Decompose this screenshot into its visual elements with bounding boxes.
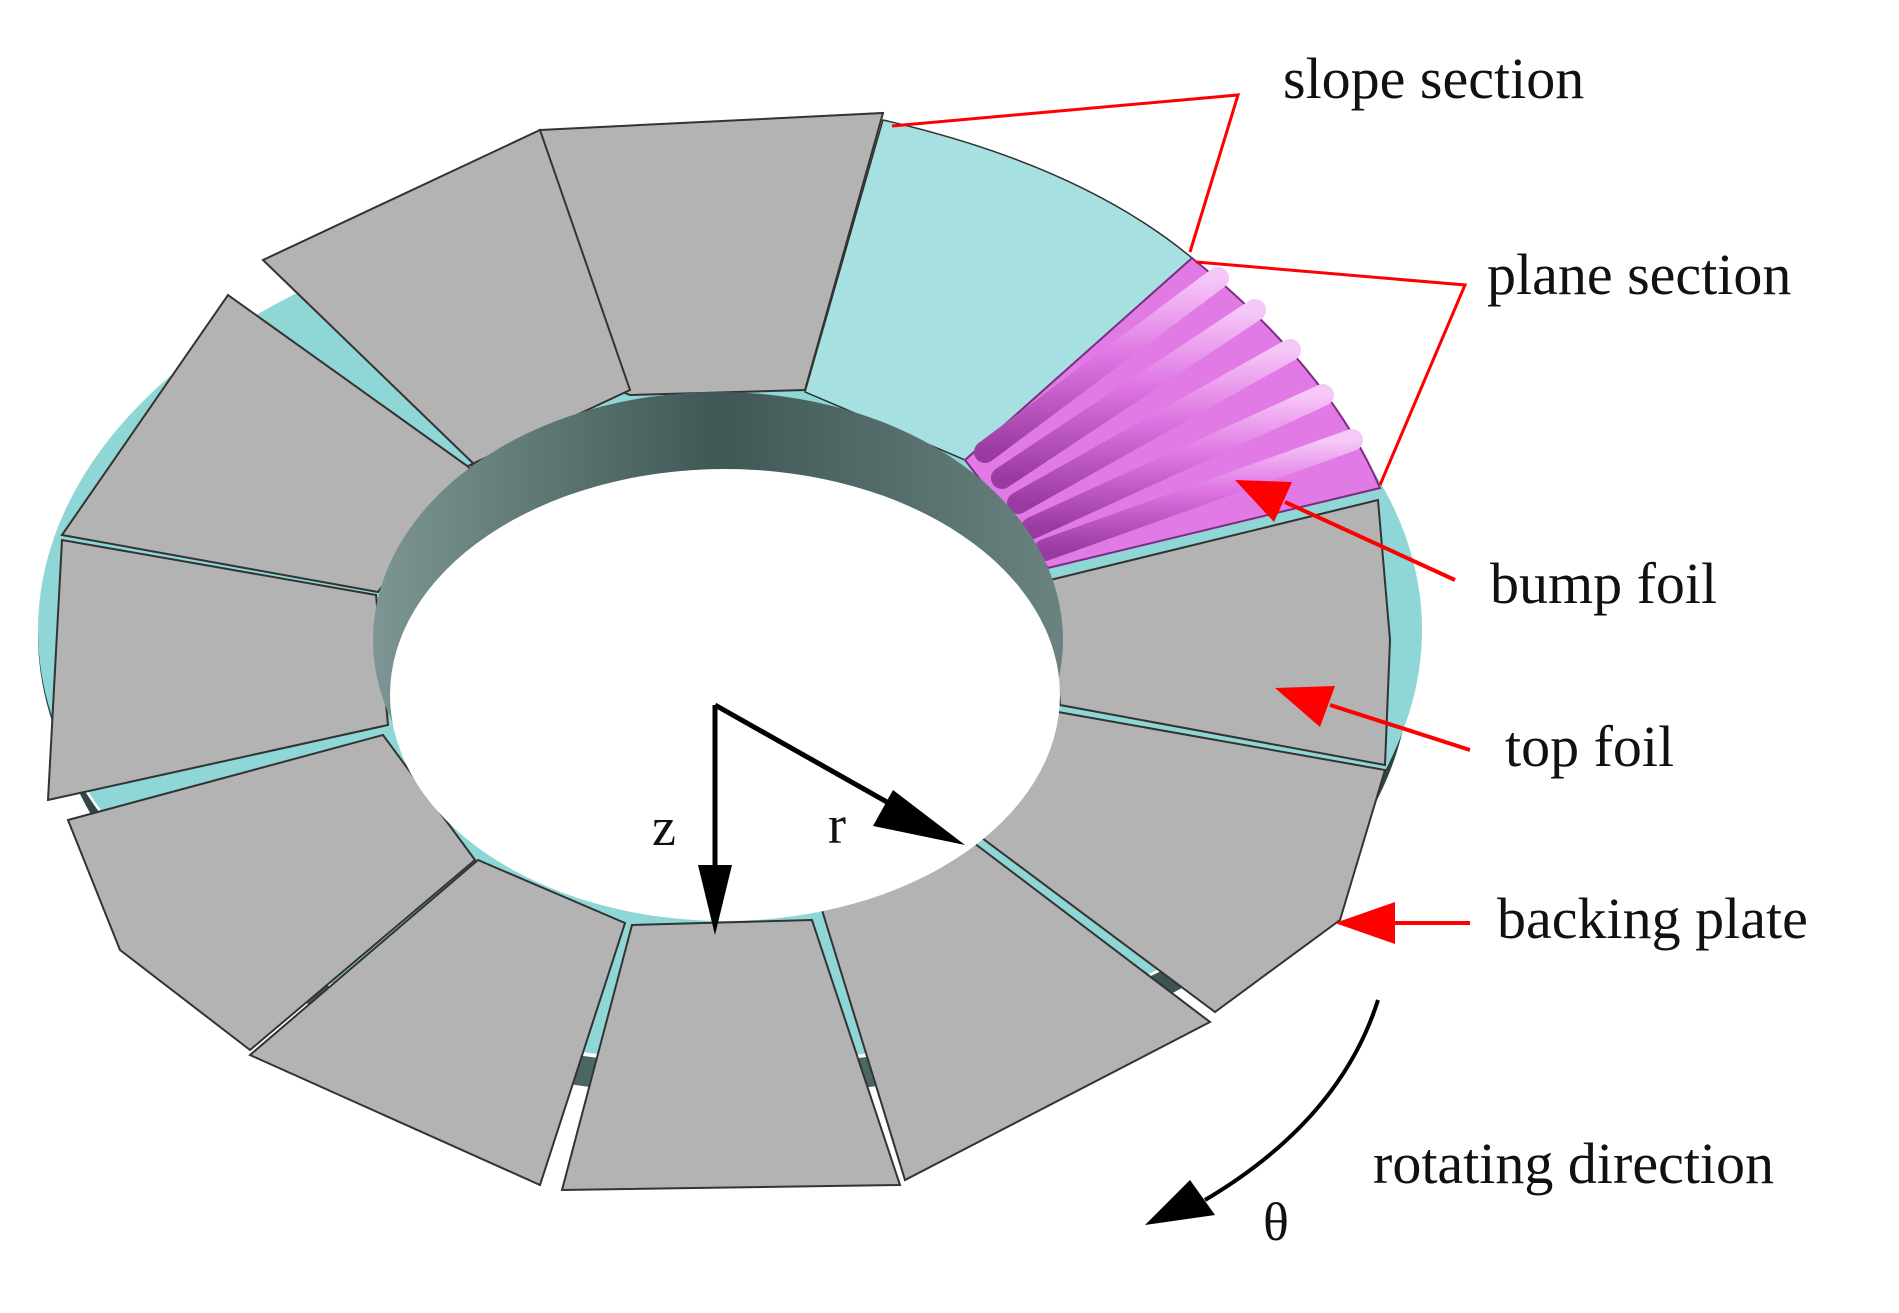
theta-label: θ [1263, 1192, 1289, 1252]
plane-section-label: plane section [1487, 242, 1792, 307]
rotating-direction-arrowhead [1145, 1180, 1215, 1225]
rotating-direction-arrow [1203, 999, 1380, 1202]
top-foil-pad [560, 918, 902, 1192]
plane-section-leader [1195, 260, 1468, 486]
z-axis-label: z [652, 797, 676, 857]
top-foil-pad [66, 733, 477, 1052]
slope-section-leader [891, 93, 1241, 253]
inner-hole [390, 469, 1060, 921]
r-arrowhead [873, 790, 965, 845]
top-foil-pad [248, 858, 627, 1187]
top-foil-arrow [1329, 703, 1471, 752]
slope-section-label: slope section [1283, 46, 1585, 111]
z-arrowhead [698, 865, 732, 935]
bump-foil-arrow [1284, 500, 1456, 582]
r-axis [713, 702, 912, 818]
top-foil-pad [46, 538, 390, 802]
bump-foil-arrowhead [1235, 480, 1292, 522]
backing-plate-arrowhead [1335, 902, 1395, 944]
callout-arrows [1235, 480, 1471, 944]
bump-foil-label: bump foil [1490, 551, 1718, 616]
leader-lines [891, 93, 1468, 486]
rotating-direction-label: rotating direction [1373, 1131, 1775, 1196]
axes [698, 702, 965, 935]
top-foil-label: top foil [1505, 714, 1675, 779]
top-foil-arrowhead [1275, 686, 1335, 727]
top-foils [46, 111, 1392, 1192]
r-axis-label: r [828, 795, 846, 855]
backing-plate-label: backing plate [1497, 886, 1808, 951]
